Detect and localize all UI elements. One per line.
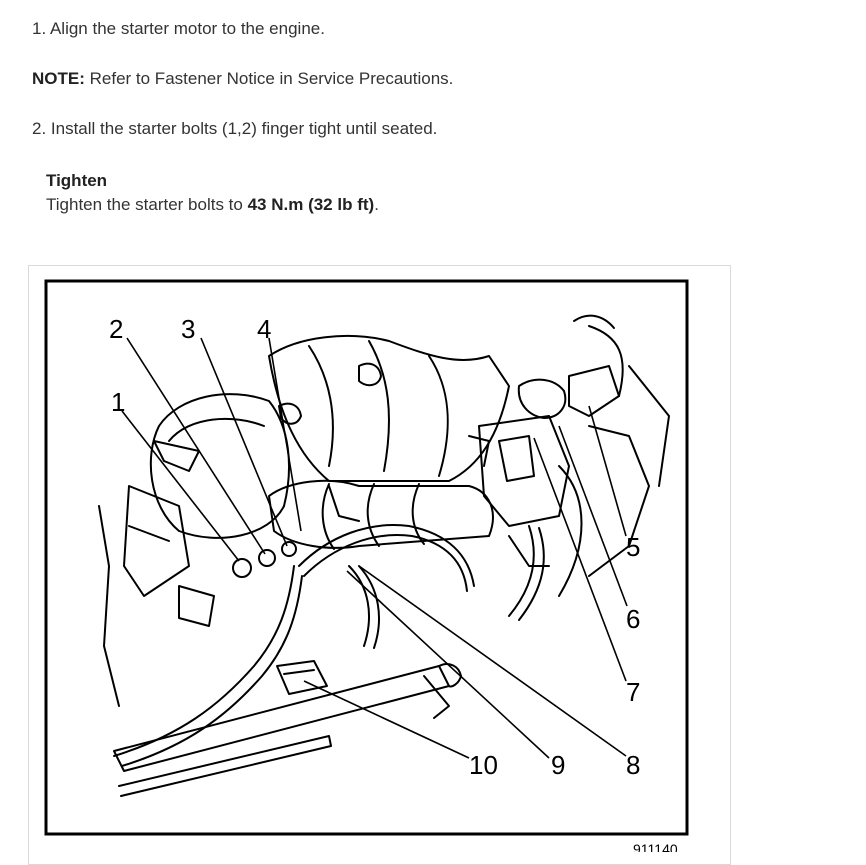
tighten-title: Tighten: [46, 171, 108, 190]
callout-numbers: 1 2 3 4 5 6 7 8 9 10: [109, 314, 640, 780]
callout-10: 10: [469, 750, 498, 780]
step-2: 2. Install the starter bolts (1,2) finge…: [32, 119, 438, 138]
tighten-text: Tighten the starter bolts to 43 N.m (32 …: [46, 195, 379, 214]
note-text: Refer to Fastener Notice in Service Prec…: [84, 69, 454, 88]
callout-leader-lines: [121, 337, 628, 759]
figure-id: 911140: [633, 841, 678, 852]
tighten-text-after: .: [374, 195, 379, 214]
engine-line-art: [98, 314, 670, 797]
step-1: 1. Align the starter motor to the engine…: [32, 19, 325, 38]
callout-8: 8: [626, 750, 640, 780]
callout-1: 1: [111, 387, 125, 417]
note: NOTE: Refer to Fastener Notice in Servic…: [32, 69, 453, 89]
starter-motor-illustration: 1 2 3 4 5 6 7 8 9 10 911140: [44, 279, 689, 852]
callout-5: 5: [626, 532, 640, 562]
figure-frame: 1 2 3 4 5 6 7 8 9 10 911140: [28, 265, 731, 865]
callout-3: 3: [181, 314, 195, 344]
callout-7: 7: [626, 677, 640, 707]
torque-value: 43 N.m (32 lb ft): [247, 195, 375, 214]
callout-9: 9: [551, 750, 565, 780]
tighten-spec: Tighten Tighten the starter bolts to 43 …: [46, 169, 379, 217]
note-label: NOTE:: [32, 69, 85, 88]
callout-2: 2: [109, 314, 123, 344]
callout-4: 4: [257, 314, 271, 344]
tighten-text-before: Tighten the starter bolts to: [46, 195, 248, 214]
callout-6: 6: [626, 604, 640, 634]
